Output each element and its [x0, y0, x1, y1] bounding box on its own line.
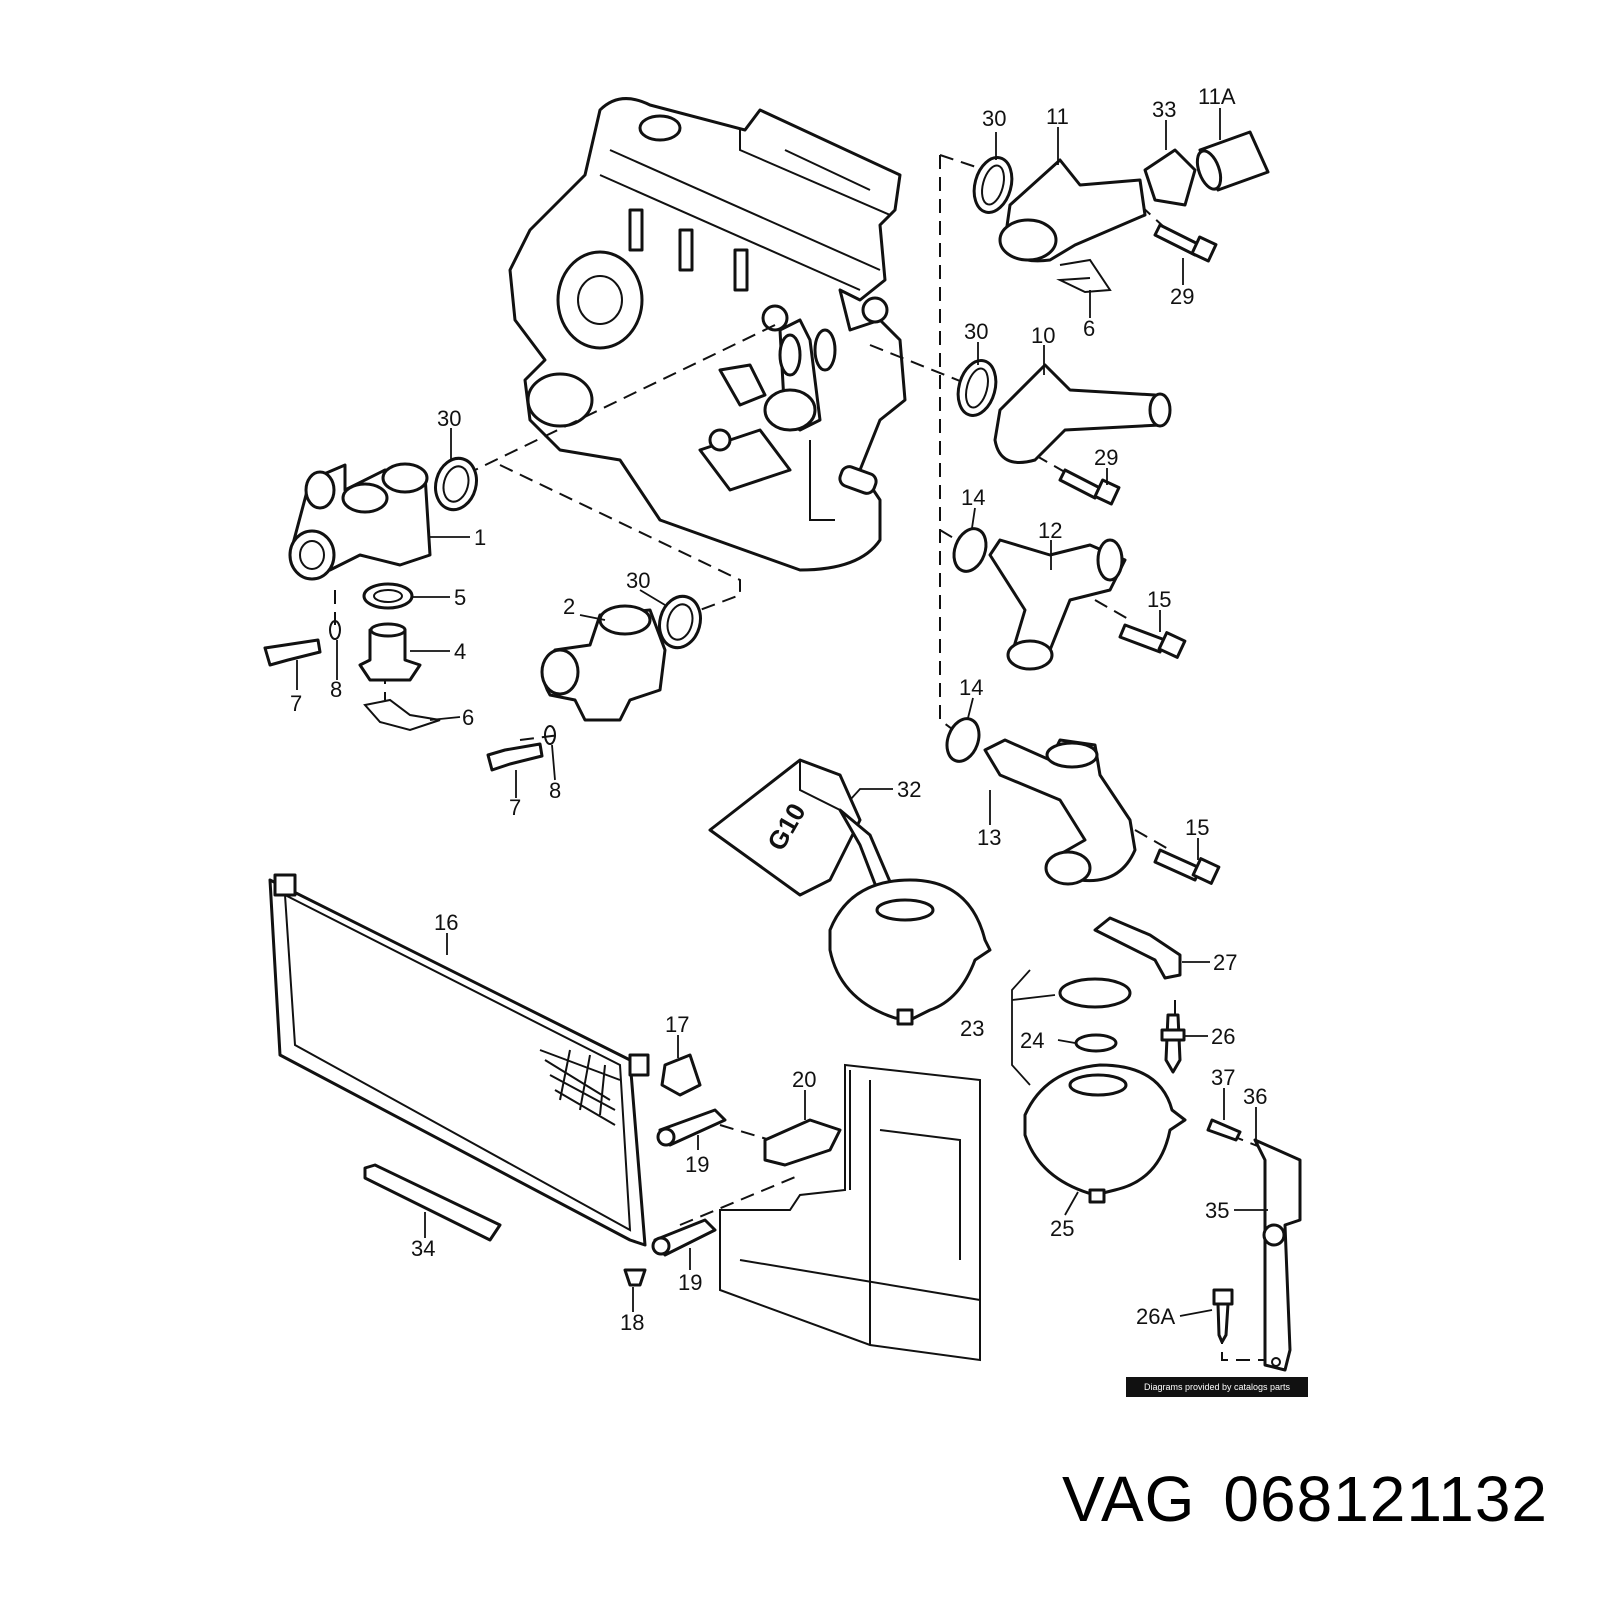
part-17-bracket: [660, 1053, 702, 1097]
callout-23: 23: [960, 1016, 984, 1041]
callout-20: 20: [792, 1067, 816, 1092]
part-25-expansion-tank: [1023, 1063, 1187, 1204]
part-30-gaskets: [434, 156, 1014, 650]
part-12-y-pipe: [988, 538, 1127, 671]
part-13-pipe: [983, 738, 1137, 886]
callout-labels: 30 11 33 11A 29 6 30 10 29 30 1 14 12 15…: [290, 84, 1267, 1335]
callout-26: 26: [1211, 1024, 1235, 1049]
part-34-strip: [363, 1163, 502, 1242]
callout-19: 19: [685, 1152, 709, 1177]
part-26a-screw: [1212, 1288, 1234, 1344]
part-27-bracket: [1093, 916, 1182, 980]
callout-11: 11: [1046, 104, 1069, 129]
callout-32: 32: [897, 777, 921, 802]
callout-7: 7: [290, 691, 302, 716]
callout-33: 33: [1152, 97, 1176, 122]
part-37-screw: [1206, 1118, 1242, 1142]
callout-34: 34: [411, 1236, 435, 1261]
callout-29: 29: [1094, 445, 1118, 470]
part-24-cap: [1058, 977, 1132, 1053]
part-11a-sleeve: [1195, 130, 1270, 192]
part-14-o-rings: [945, 527, 988, 763]
callout-24: 24: [1020, 1028, 1044, 1053]
part-32-coolant-canister: G10: [708, 758, 902, 912]
callout-7: 7: [509, 795, 521, 820]
callout-8: 8: [549, 778, 561, 803]
part-7-bolts: [263, 638, 544, 772]
callout-30: 30: [982, 106, 1006, 131]
part-33-clamp: [1143, 148, 1197, 207]
callout-30: 30: [437, 406, 461, 431]
credit-badge: Diagrams provided by catalogs parts: [1126, 1377, 1308, 1397]
callout-2: 2: [563, 594, 575, 619]
callout-10: 10: [1031, 323, 1055, 348]
part-20-bracket: [763, 1118, 842, 1167]
callout-25: 25: [1050, 1216, 1074, 1241]
part-number-label: 068121132: [1223, 1463, 1548, 1535]
callout-18: 18: [620, 1310, 644, 1335]
callout-6: 6: [1083, 316, 1095, 341]
callout-15: 15: [1147, 587, 1171, 612]
callout-12: 12: [1038, 518, 1062, 543]
callout-30: 30: [626, 568, 650, 593]
expansion-tank-upper: [828, 878, 992, 1026]
part-4-thermostat: [358, 622, 422, 682]
callout-19: 19: [678, 1270, 702, 1295]
callout-29: 29: [1170, 284, 1194, 309]
callout-17: 17: [665, 1012, 689, 1037]
part-26-screw: [1160, 1013, 1186, 1074]
leader-lines: [296, 108, 1268, 1317]
callout-5: 5: [454, 585, 466, 610]
callout-13: 13: [977, 825, 1001, 850]
part-2-coolant-housing: [540, 604, 667, 722]
part-6-clips: [363, 258, 1112, 732]
part-5-gasket: [362, 582, 414, 610]
callout-37: 37: [1211, 1065, 1235, 1090]
callout-15: 15: [1185, 815, 1209, 840]
engine-block: [508, 97, 907, 572]
part-15-bolts: [1118, 623, 1221, 885]
callout-27: 27: [1213, 950, 1237, 975]
part-29-bolts: [1058, 223, 1218, 506]
callout-26a: 26A: [1136, 1304, 1175, 1329]
callout-4: 4: [454, 639, 466, 664]
part-11-coolant-flange: [998, 158, 1147, 263]
callout-30: 30: [964, 319, 988, 344]
callout-16: 16: [434, 910, 458, 935]
part-19-links: [651, 1108, 727, 1257]
callout-1: 1: [474, 525, 486, 550]
callout-14: 14: [961, 485, 985, 510]
callout-6: 6: [462, 705, 474, 730]
callout-11a: 11A: [1198, 84, 1236, 109]
part-1-coolant-housing: [288, 462, 432, 581]
body-frame: [719, 1063, 981, 1362]
part-caption: VAG 068121132: [1062, 1462, 1548, 1542]
part-8-o-rings: [329, 620, 556, 745]
callout-36: 36: [1243, 1084, 1267, 1109]
callout-35: 35: [1205, 1198, 1229, 1223]
callout-14: 14: [959, 675, 983, 700]
brand-label: VAG: [1062, 1463, 1196, 1535]
part-16-radiator: [268, 873, 650, 1247]
callout-8: 8: [330, 677, 342, 702]
part-18-fastener: [623, 1268, 647, 1287]
part-10-elbow-pipe: [993, 363, 1172, 464]
part-35-strap: [1253, 1138, 1302, 1372]
